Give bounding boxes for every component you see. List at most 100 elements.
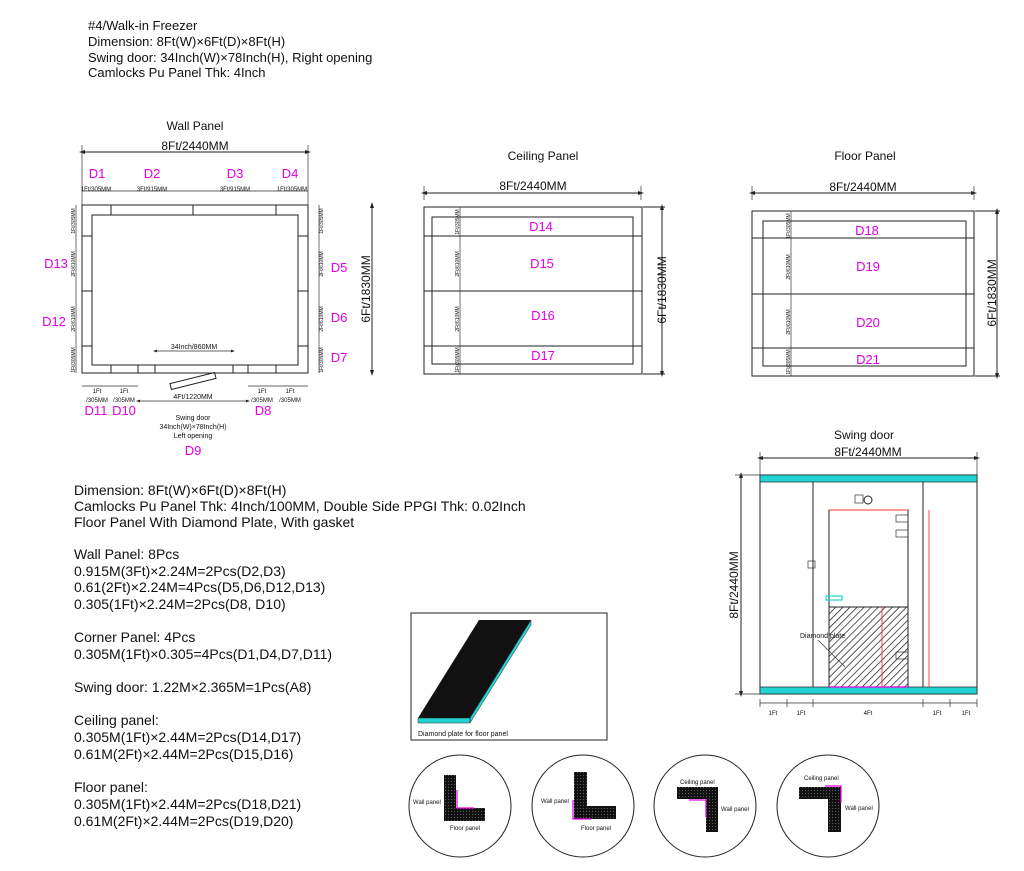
- spec-line: 0.61M(2Ft)×2.44M=2Pcs(D15,D16): [74, 746, 293, 762]
- detail-label: Wall panel: [845, 806, 873, 812]
- spec-line: Dimension: 8Ft(W)×6Ft(D)×8Ft(H): [74, 482, 286, 498]
- spec-line: Floor panel:: [74, 779, 148, 795]
- insulation-bottom: [759, 686, 978, 695]
- closer-icon: [863, 495, 873, 505]
- panel-label: D7: [331, 350, 348, 365]
- header-line: Camlocks Pu Panel Thk: 4Inch: [88, 65, 266, 80]
- panel-label: D15: [530, 256, 554, 271]
- dim-text: 1Ft: [120, 389, 129, 395]
- spec-line: Corner Panel: 4Pcs: [74, 629, 195, 645]
- detail-label: Ceiling panel: [804, 776, 839, 782]
- dim-text: 2Ft/610MM: [786, 309, 792, 334]
- panel-label: D12: [42, 314, 66, 329]
- detail-label: Wall panel: [721, 807, 749, 813]
- dim-text: 3Ft/915MM: [220, 187, 250, 193]
- dim-text: 1Ft/305MM: [71, 347, 77, 372]
- detail-label: Wall panel: [413, 800, 441, 806]
- dim-text: 1Ft/305MM: [319, 347, 325, 372]
- panel-label: D21: [856, 352, 880, 367]
- dim-text: 2Ft/610MM: [71, 306, 77, 331]
- spec-line: 0.305(1Ft)×2.24M=2Pcs(D8, D10): [74, 596, 286, 612]
- dim-text: 1Ft/305MM: [81, 187, 111, 193]
- specification: Dimension: 8Ft(W)×6Ft(D)×8Ft(H) Camlocks…: [74, 482, 526, 829]
- dim-text: 1Ft: [962, 711, 971, 717]
- spec-line: 0.305M(1Ft)×0.305=4Pcs(D1,D4,D7,D11): [74, 646, 332, 662]
- panel-label: D2: [144, 166, 161, 181]
- dim-text: /305MM: [279, 398, 301, 404]
- dim-text: 1Ft: [258, 389, 267, 395]
- detail-label: Floor panel: [581, 826, 611, 832]
- swing-door-title: Swing door: [834, 428, 894, 442]
- diamond-plate-area: [828, 606, 909, 688]
- header: #4/Walk-in Freezer Dimension: 8Ft(W)×6Ft…: [88, 18, 372, 80]
- width-dim: 8Ft/2440MM: [499, 179, 566, 193]
- dim-text: 2Ft/610MM: [455, 306, 461, 331]
- panel-label: D19: [856, 259, 880, 274]
- spec-line: 0.915M(3Ft)×2.24M=2Pcs(D2,D3): [74, 563, 286, 579]
- panel-label: D6: [331, 310, 348, 325]
- header-line: Swing door: 34Inch(W)×78Inch(H), Right o…: [88, 50, 372, 65]
- door-note: Left opening: [174, 433, 213, 440]
- spec-line: Floor Panel With Diamond Plate, With gas…: [74, 514, 354, 530]
- dim-text: /305MM: [86, 398, 108, 404]
- width-dim: 8Ft/2440MM: [161, 139, 228, 153]
- panel-label: D11: [85, 403, 108, 418]
- diamond-plate-figure: Diamond plate for floor panel: [410, 612, 608, 741]
- dim-text: 1Ft/305MM: [277, 187, 307, 193]
- ceiling-panel-title: Ceiling Panel: [508, 149, 579, 163]
- panel-label: D8: [255, 403, 272, 418]
- panel-label: D17: [531, 348, 555, 363]
- handle-icon: [807, 560, 816, 569]
- hinge-icon: [895, 529, 909, 538]
- dim-text: 2Ft/610MM: [786, 254, 792, 279]
- panel-label: D3: [227, 166, 244, 181]
- callout: Diamond plate: [800, 633, 845, 640]
- wall-panel-title: Wall Panel: [167, 119, 224, 133]
- panel-label: D20: [856, 315, 880, 330]
- dim-text: 1Ft: [93, 389, 102, 395]
- floor-panel-plan: Floor Panel 8Ft/2440MM 1Ft/305MM 2Ft/610…: [749, 149, 1000, 379]
- dim-text: 1Ft/305MM: [455, 209, 461, 234]
- dim-text: 1Ft: [286, 389, 295, 395]
- detail-4: Ceiling panel Wall panel: [776, 754, 880, 858]
- detail-label: Floor panel: [450, 826, 480, 832]
- hinge-icon: [895, 651, 909, 660]
- insulation-top: [759, 474, 978, 483]
- dim-text: 1Ft: [769, 711, 778, 717]
- depth-dim: 6Ft/1830MM: [359, 255, 373, 322]
- height-dim: 8Ft/2440MM: [727, 551, 741, 618]
- dim-text: 2Ft/610MM: [455, 251, 461, 276]
- dim-text: /305MM: [251, 398, 273, 404]
- door-note: Swing door: [175, 415, 211, 422]
- detail-label: Ceiling panel: [680, 780, 715, 786]
- spec-line: Wall Panel: 8Pcs: [74, 546, 179, 562]
- spec-line: 0.305M(1Ft)×2.44M=2Pcs(D18,D21): [74, 796, 301, 812]
- ceiling-panel-plan: Ceiling Panel 8Ft/2440MM 1Ft/305MM 2Ft/6…: [421, 149, 669, 377]
- panel-label: D1: [89, 166, 106, 181]
- door-leaf: [169, 371, 217, 391]
- door-width-dim: 34Inch/860MM: [171, 344, 217, 351]
- dim-text: 1Ft/305MM: [319, 208, 325, 233]
- width-dim: 8Ft/2440MM: [829, 180, 896, 194]
- spec-line: 0.305M(1Ft)×2.44M=2Pcs(D14,D17): [74, 729, 301, 745]
- panel-label: D10: [112, 403, 136, 418]
- dim-text: 4Ft: [864, 711, 873, 717]
- dim-text: /305MM: [113, 398, 135, 404]
- panel-label: D5: [331, 260, 348, 275]
- hinge-icon: [895, 514, 909, 523]
- caption: Diamond plate for floor panel: [418, 731, 508, 738]
- dim-text: 1Ft/305MM: [71, 208, 77, 233]
- spec-line: Camlocks Pu Panel Thk: 4Inch/100MM, Doub…: [74, 498, 526, 514]
- spec-line: Swing door: 1.22M×2.365M=1Pcs(A8): [74, 679, 311, 695]
- depth-dim: 6Ft/1830MM: [985, 259, 999, 326]
- dim-text: 3Ft/915MM: [137, 187, 167, 193]
- dim-text: 1Ft/305MM: [455, 347, 461, 372]
- dim-text: 1Ft/305MM: [786, 349, 792, 374]
- width-dim: 8Ft/2440MM: [834, 445, 901, 459]
- wall-panel-plan: Wall Panel 8Ft/2440MM D1 D2 D3 D4 1Ft/30…: [42, 119, 374, 458]
- detail-label: Wall panel: [541, 799, 569, 805]
- spec-line: 0.61M(2Ft)×2.44M=2Pcs(D19,D20): [74, 813, 293, 829]
- spec-line: 0.61(2Ft)×2.24M=4Pcs(D5,D6,D12,D13): [74, 579, 325, 595]
- dim-text: 1Ft: [933, 711, 942, 717]
